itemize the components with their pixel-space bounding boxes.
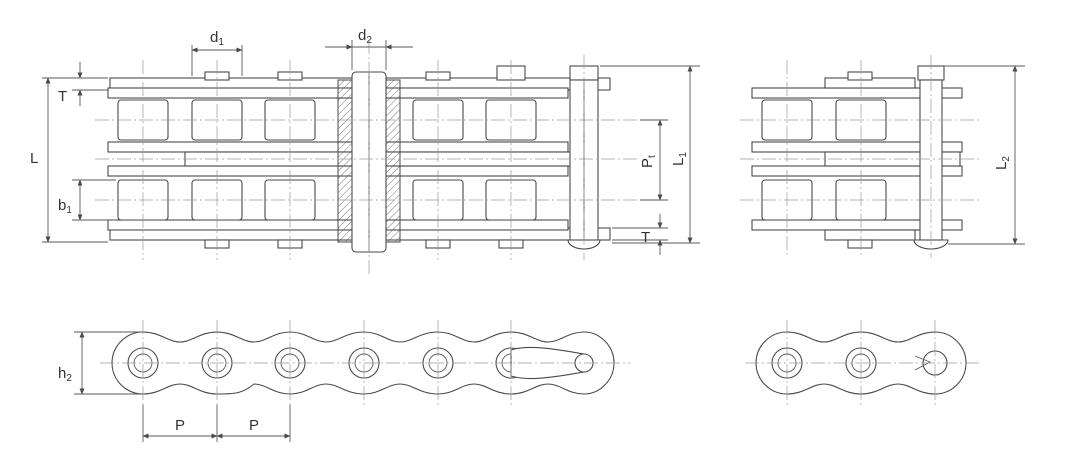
- dimension-d2: d2: [325, 27, 413, 70]
- svg-text:L: L: [30, 150, 38, 167]
- duplex-chain-top-view: [95, 40, 640, 275]
- simplex-chain-top-view: [740, 55, 980, 258]
- dimension-b1: b1: [58, 179, 116, 221]
- dimension-L: L: [30, 77, 108, 243]
- svg-text:P: P: [249, 417, 259, 434]
- dimension-L2: L2: [944, 65, 1025, 245]
- chain-side-view: [100, 320, 630, 405]
- svg-text:T: T: [58, 88, 67, 105]
- svg-text:d2: d2: [358, 27, 372, 46]
- svg-text:L1: L1: [670, 152, 689, 166]
- dimension-P-pitch: P P: [142, 405, 291, 442]
- dimension-Pt: Pt: [639, 119, 668, 201]
- svg-text:b1: b1: [58, 197, 72, 216]
- pin-heads-bottom: [204, 239, 601, 250]
- svg-text:d1: d1: [210, 29, 224, 48]
- dimension-d1: d1: [191, 29, 243, 76]
- svg-text:L2: L2: [993, 156, 1012, 170]
- svg-text:Pt: Pt: [639, 155, 658, 168]
- dimension-T-top: T: [58, 62, 108, 106]
- dimension-L1: L1: [600, 65, 700, 244]
- short-chain-side-view: [745, 320, 980, 405]
- svg-text:T: T: [641, 229, 650, 246]
- dimension-h2: h2: [58, 331, 143, 395]
- dimension-T-bottom: T: [612, 214, 668, 255]
- svg-text:P: P: [175, 417, 185, 434]
- svg-text:h2: h2: [58, 365, 72, 384]
